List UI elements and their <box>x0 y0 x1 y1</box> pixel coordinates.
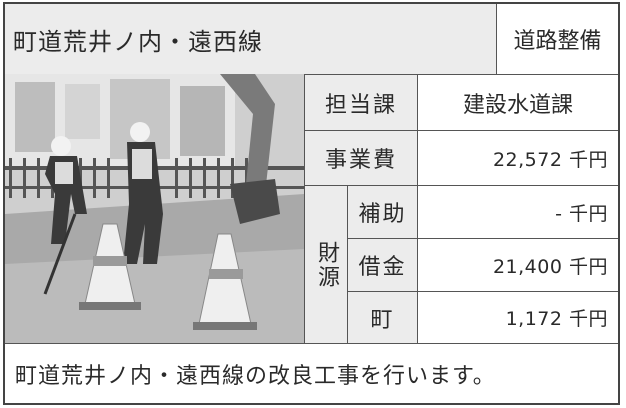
category-label: 道路整備 <box>496 4 618 74</box>
funding-row-label: 借金 <box>347 238 417 291</box>
project-title: 町道荒井ノ内・遠西線 <box>5 4 496 74</box>
department-label: 担当課 <box>304 74 417 130</box>
cost-label: 事業費 <box>304 130 417 185</box>
project-card: 町道荒井ノ内・遠西線 道路整備 <box>3 2 620 405</box>
funding-label: 財源 <box>304 185 347 343</box>
construction-photo <box>5 74 304 343</box>
cost-value: 22,572 千円 <box>417 130 618 185</box>
funding-label-text: 財源 <box>314 240 339 289</box>
project-description: 町道荒井ノ内・遠西線の改良工事を行います。 <box>5 343 618 403</box>
funding-row-value: 1,172 千円 <box>417 291 618 343</box>
funding-row-value: 21,400 千円 <box>417 238 618 291</box>
department-value: 建設水道課 <box>417 74 618 130</box>
funding-row-label: 町 <box>347 291 417 343</box>
funding-row-label: 補助 <box>347 185 417 238</box>
funding-row-value: - 千円 <box>417 185 618 238</box>
